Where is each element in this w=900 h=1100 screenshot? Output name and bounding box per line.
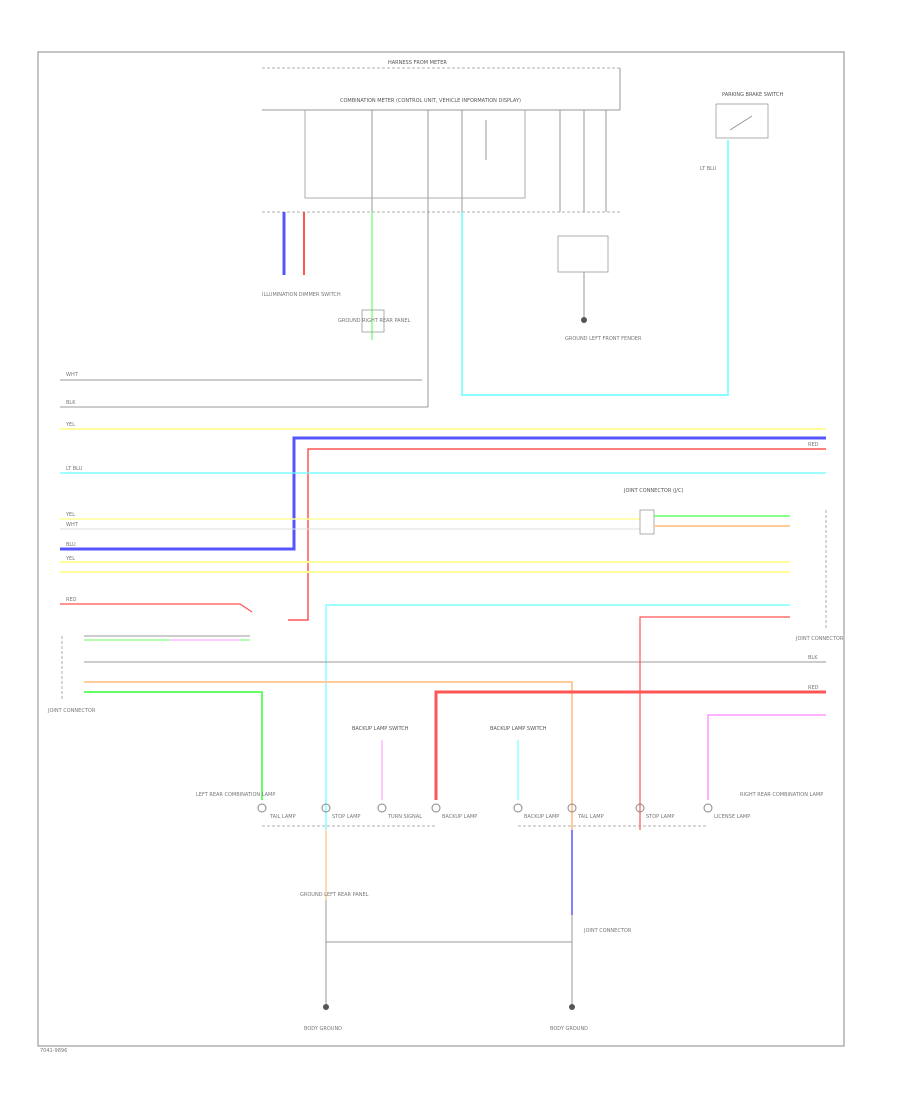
right-rear-combo-label: RIGHT REAR COMBINATION LAMP (740, 792, 823, 798)
wire-label-blk-2: BLK (808, 655, 818, 661)
wire-label-red-2: RED (66, 597, 77, 603)
red-wire-thick (434, 690, 826, 800)
wire-label-blk-1: BLK (66, 400, 76, 406)
ground-center-box (557, 235, 609, 273)
lamp-label-backup-left: BACKUP LAMP (442, 814, 477, 820)
wire-label-wht-2: WHT (66, 522, 79, 528)
ground-center-label: GROUND LEFT FRONT FENDER (565, 336, 642, 342)
lamp-icon-1 (257, 803, 267, 813)
lamp-icon-6 (567, 803, 577, 813)
dimmer-connector (361, 309, 385, 333)
lamp-icon-4 (431, 803, 441, 813)
lamp-row (257, 803, 713, 813)
meter-control-box (304, 109, 526, 199)
diagram-frame (37, 51, 845, 1047)
wire-label-red-1: RED (808, 442, 819, 448)
lamp-label-license: LICENSE LAMP (714, 814, 750, 820)
wire-label-yel-2: YEL (65, 512, 75, 518)
lamp-icon-7 (635, 803, 645, 813)
wire-label-ltblu-switch: LT BLU (700, 166, 717, 172)
lamp-label-turn-left: TURN SIGNAL (387, 814, 422, 820)
backup-lamp-right-label: BACKUP LAMP SWITCH (490, 726, 547, 732)
green-wire-lower (84, 691, 263, 800)
joint-connector-label: JOINT CONNECTOR (J/C) (623, 488, 683, 494)
ground-bottom-left-icon (323, 1004, 329, 1010)
meter-control-label: COMBINATION METER (CONTROL UNIT, VEHICLE… (340, 98, 521, 104)
dimmer-left-label: ILLUMINATION DIMMER SWITCH (262, 292, 341, 298)
ground-bottom-right-icon (569, 1004, 575, 1010)
rear-connector-left-label: JOINT CONNECTOR (47, 708, 96, 714)
red-wire-long (288, 448, 826, 621)
lamp-label-stop-left: STOP LAMP (332, 814, 360, 820)
meter-internal-wires (371, 110, 607, 212)
cyan-wire-lower (325, 604, 790, 830)
lamp-label-tail-right: TAIL LAMP (577, 814, 604, 820)
lamp-label-stop-right: STOP LAMP (646, 814, 674, 820)
ground-bottom-left-label: BODY GROUND (304, 1026, 342, 1032)
backup-lamp-left-label: BACKUP LAMP SWITCH (352, 726, 409, 732)
pink-wire-right (707, 714, 826, 800)
wire-label-ltblu-1: LT BLU (66, 466, 83, 472)
left-rear-combo-label: LEFT REAR COMBINATION LAMP (196, 792, 275, 798)
switch-contact (729, 115, 753, 131)
switch-box (715, 103, 769, 139)
lower-connector-label: JOINT CONNECTOR (583, 928, 632, 934)
lamp-label-tail-left: TAIL LAMP (269, 814, 296, 820)
joint-connector-box (639, 509, 655, 535)
ground-center-icon (581, 317, 587, 323)
wire-label-yel-3: YEL (65, 556, 75, 562)
cyan-wire-switch (461, 140, 729, 396)
red-wire-short-left (60, 603, 253, 613)
blue-wire-long (60, 436, 826, 551)
lamp-icon-5 (513, 803, 523, 813)
footer-code: 7041-9896 (40, 1048, 67, 1054)
wire-label-blu-1: BLU (66, 542, 76, 548)
switch-box-label: PARKING BRAKE SWITCH (722, 92, 784, 98)
ground-bottom-right-label: BODY GROUND (550, 1026, 588, 1032)
wire-label-yel-1: YEL (65, 422, 75, 428)
harness-top-label: HARNESS FROM METER (388, 60, 447, 66)
red-wire-right-lamp (639, 616, 790, 830)
ground-left-1-label: GROUND RIGHT REAR PANEL (338, 318, 410, 324)
lamp-label-backup-right: BACKUP LAMP (524, 814, 559, 820)
orange-wire-long (84, 681, 573, 830)
ground-left-2-label: GROUND LEFT REAR PANEL (300, 892, 369, 898)
wire-label-red-3: RED (808, 685, 819, 691)
lamp-icon-8 (703, 803, 713, 813)
lamp-icon-2 (321, 803, 331, 813)
wire-label-wht-1: WHT (66, 372, 79, 378)
lamp-icon-3 (377, 803, 387, 813)
rear-connector-right-label: JOINT CONNECTOR (795, 636, 844, 642)
